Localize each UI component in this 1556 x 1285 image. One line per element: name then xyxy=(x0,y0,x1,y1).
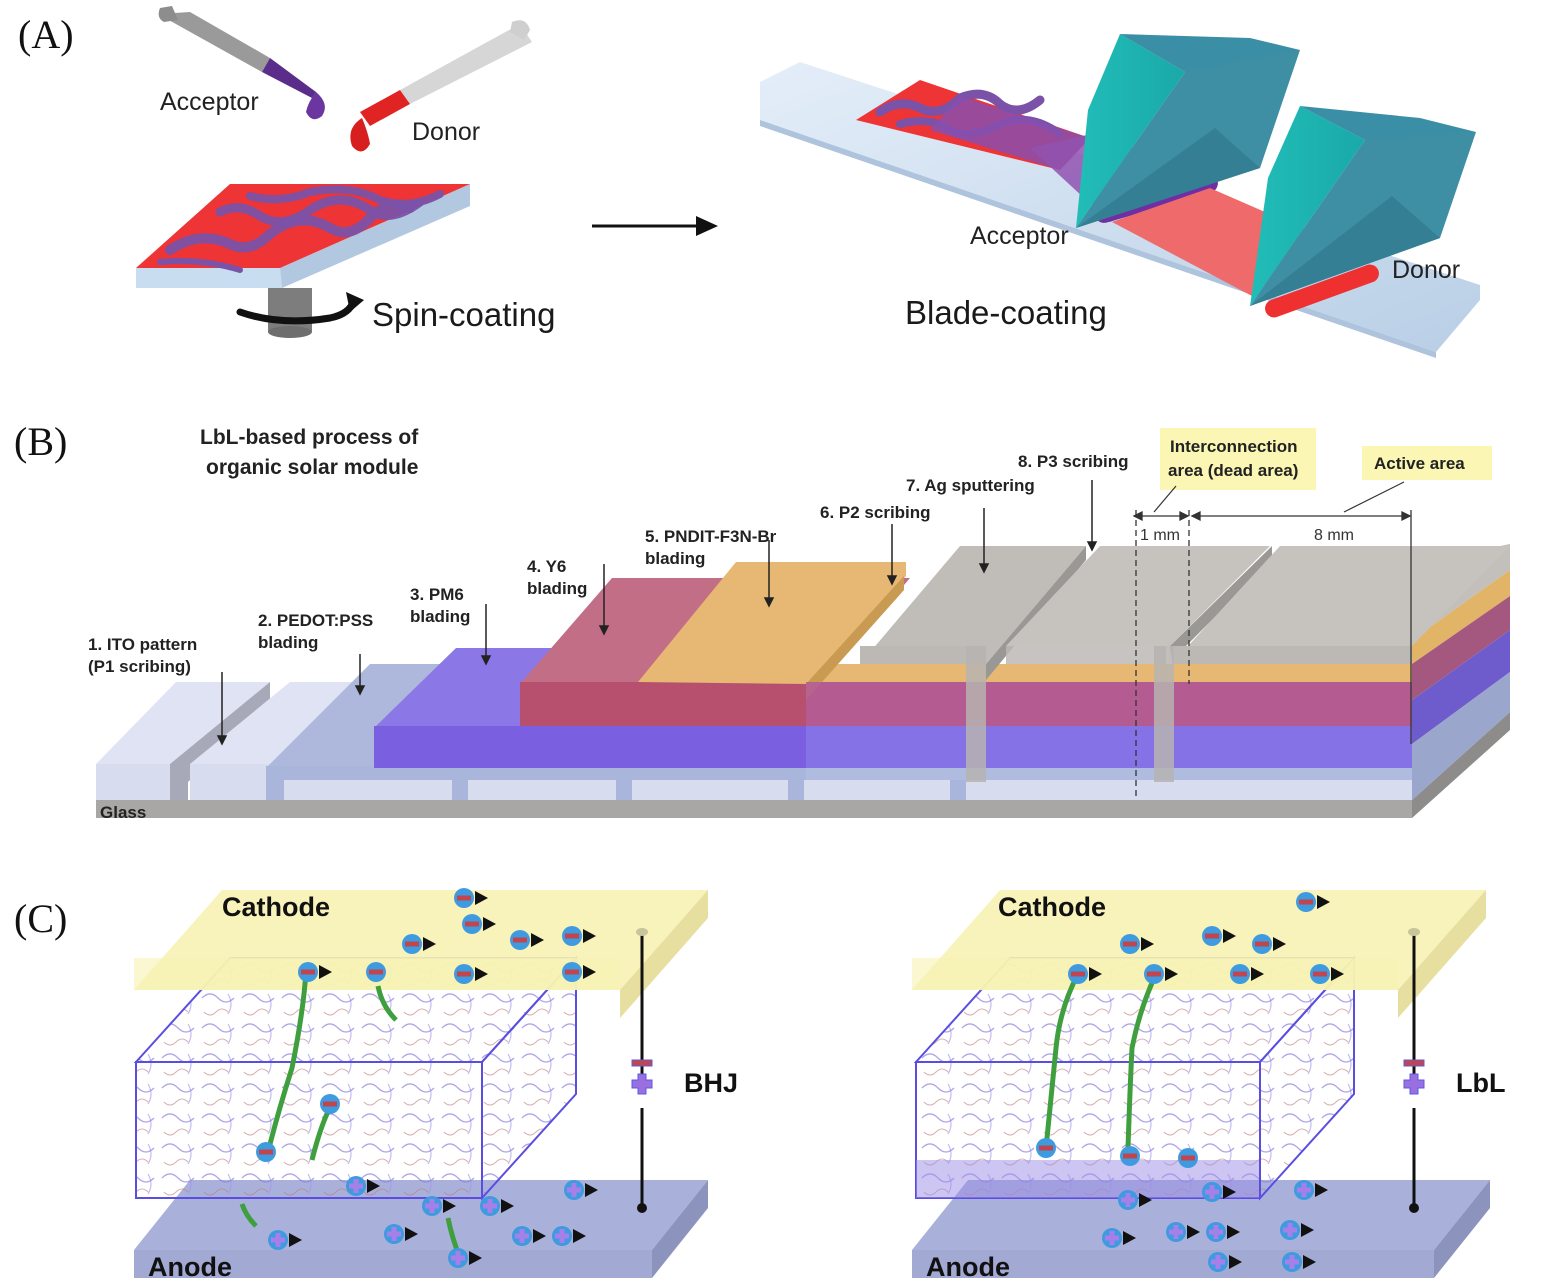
electron-icon xyxy=(454,964,488,984)
panel-c-label: (C) xyxy=(14,896,67,941)
acceptor-blade xyxy=(1076,34,1300,228)
bhj-anode-label: Anode xyxy=(148,1252,232,1282)
electron-icon xyxy=(562,926,596,946)
panel-a-label: (A) xyxy=(18,12,74,57)
hole-icon xyxy=(1202,1182,1236,1202)
electron-icon xyxy=(256,1142,276,1162)
electron-icon xyxy=(1068,964,1102,984)
donor-pipette xyxy=(350,20,532,152)
electron-icon xyxy=(510,930,544,950)
electron-icon xyxy=(1120,934,1154,954)
step-1-line2: (P1 scribing) xyxy=(88,657,191,676)
lbl-anode-label: Anode xyxy=(926,1252,1010,1282)
spin-coating-label: Spin-coating xyxy=(372,296,555,333)
step-6-label: 6. P2 scribing xyxy=(820,503,931,522)
hole-icon xyxy=(1166,1222,1200,1242)
electron-icon xyxy=(298,962,332,982)
electron-icon xyxy=(454,888,488,908)
dead-width-label: 1 mm xyxy=(1140,527,1180,544)
panel-b-title-line2: organic solar module xyxy=(206,456,418,479)
panel-c: (C) xyxy=(14,888,1505,1282)
spin-rotation-arrow-icon xyxy=(236,292,364,325)
lbl-carriers xyxy=(1036,892,1344,1272)
active-width-label: 8 mm xyxy=(1314,527,1354,544)
electron-icon xyxy=(1178,1148,1198,1168)
electron-icon xyxy=(562,962,596,982)
bhj-carriers xyxy=(256,888,598,1268)
donor-blade xyxy=(1250,106,1476,306)
step-5-line2: blading xyxy=(645,549,705,568)
electron-icon xyxy=(320,1094,340,1114)
acceptor-pipette xyxy=(158,6,325,120)
blade-donor-label: Donor xyxy=(1392,256,1460,284)
hole-icon xyxy=(564,1180,598,1200)
process-arrow-icon xyxy=(592,216,718,236)
step-8-label: 8. P3 scribing xyxy=(1018,452,1129,471)
step-5-line1: 5. PNDIT-F3N-Br xyxy=(645,527,777,546)
panel-b-title-line1: LbL-based process of xyxy=(200,426,419,449)
dimension-markers xyxy=(1132,510,1412,800)
step-4-line2: blading xyxy=(527,579,587,598)
step-4-line1: 4. Y6 xyxy=(527,557,566,576)
electron-icon xyxy=(1296,892,1330,912)
hole-icon xyxy=(480,1196,514,1216)
electron-icon xyxy=(1202,926,1236,946)
glass-layer xyxy=(96,712,1510,818)
hole-icon xyxy=(552,1226,586,1246)
panel-a: (A) Acceptor Donor xyxy=(18,6,1480,358)
electron-icon xyxy=(1310,964,1344,984)
interconnection-line2: area (dead area) xyxy=(1168,461,1298,480)
glass-label: Glass xyxy=(100,803,146,822)
bhj-type-label: BHJ xyxy=(684,1068,738,1098)
interconnection-line1: Interconnection xyxy=(1170,437,1298,456)
lbl-device xyxy=(912,890,1490,1278)
electron-icon xyxy=(1230,964,1264,984)
hole-icon xyxy=(1118,1190,1152,1210)
hole-icon xyxy=(268,1230,302,1250)
lbl-type-label: LbL xyxy=(1456,1068,1505,1098)
hole-icon xyxy=(448,1248,482,1268)
hole-icon xyxy=(346,1176,380,1196)
electron-icon xyxy=(366,962,386,982)
step-3-line1: 3. PM6 xyxy=(410,585,464,604)
hole-icon xyxy=(1206,1222,1240,1242)
step-1-line1: 1. ITO pattern xyxy=(88,635,197,654)
ag-layer xyxy=(860,546,1510,782)
module-region xyxy=(806,544,1510,800)
electron-icon xyxy=(1120,1146,1140,1166)
hole-icon xyxy=(1208,1252,1242,1272)
active-area-callout: Active area xyxy=(1343,446,1492,513)
hole-icon xyxy=(1102,1228,1136,1248)
step-2-line1: 2. PEDOT:PSS xyxy=(258,611,373,630)
hole-icon xyxy=(512,1226,546,1246)
hole-icon xyxy=(422,1196,456,1216)
panel-b: (B) LbL-based process of organic solar m… xyxy=(14,419,1510,822)
step-2-line2: blading xyxy=(258,633,318,652)
spin-donor-label: Donor xyxy=(412,118,480,146)
pndit-layer xyxy=(638,562,1412,700)
hole-icon xyxy=(1282,1252,1316,1272)
hole-icon xyxy=(1294,1180,1328,1200)
blade-acceptor-label: Acceptor xyxy=(970,222,1069,250)
bhj-cathode-label: Cathode xyxy=(222,892,330,922)
active-area-label: Active area xyxy=(1374,454,1465,473)
electron-icon xyxy=(1036,1138,1056,1158)
lbl-cathode-label: Cathode xyxy=(998,892,1106,922)
spin-substrate xyxy=(136,184,470,338)
electron-icon xyxy=(1144,964,1178,984)
electron-icon xyxy=(462,914,496,934)
spin-acceptor-label: Acceptor xyxy=(160,88,259,116)
step-7-label: 7. Ag sputtering xyxy=(906,476,1035,495)
step-arrows xyxy=(216,480,1098,746)
hole-icon xyxy=(1280,1220,1314,1240)
panel-b-label: (B) xyxy=(14,419,67,464)
interconnection-callout: Interconnection area (dead area) xyxy=(1153,428,1316,513)
hole-icon xyxy=(384,1224,418,1244)
electron-icon xyxy=(1252,934,1286,954)
step-3-line2: blading xyxy=(410,607,470,626)
blade-coating-label: Blade-coating xyxy=(905,294,1107,331)
electron-icon xyxy=(402,934,436,954)
